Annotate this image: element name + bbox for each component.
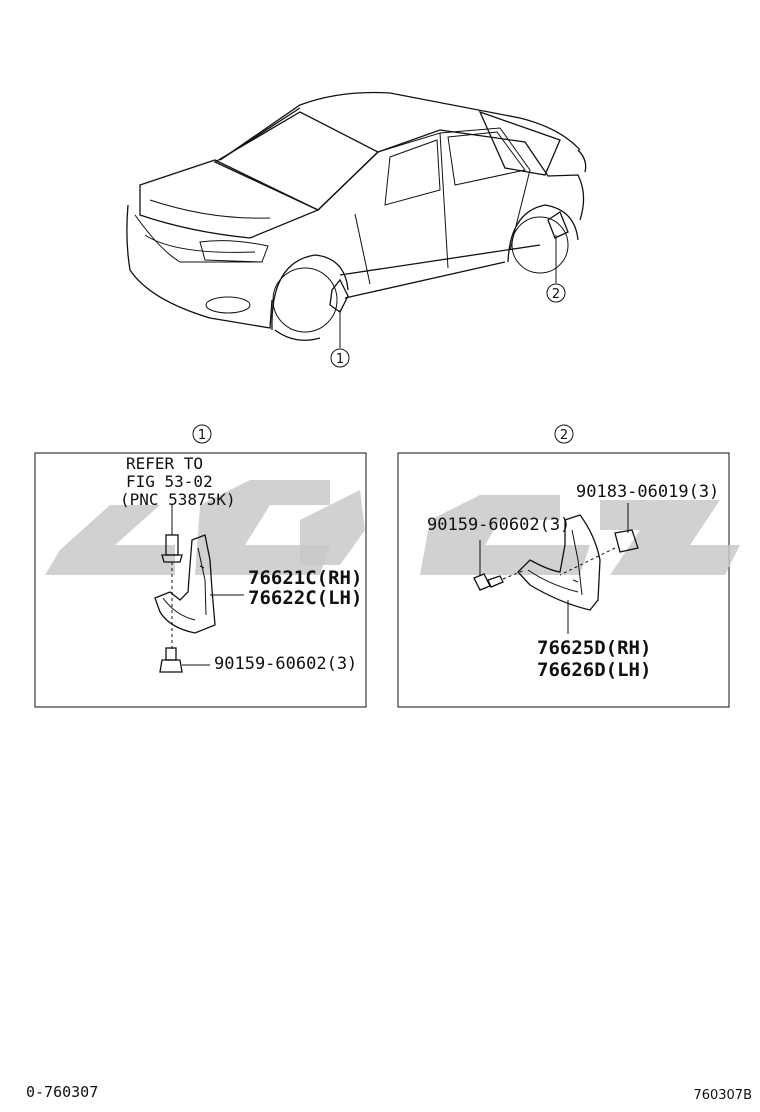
detail-2-marker-number: 2 [560, 428, 568, 443]
callout-rear: 2 [546, 235, 566, 303]
detail-2-bolt: 90159-60602(3) [427, 515, 570, 535]
detail-1-note-line1: REFER TO [126, 454, 203, 473]
detail-1-part-rh: 76621C(RH) [248, 567, 362, 589]
detail-2-marker: 2 [554, 424, 574, 444]
callout-front-number: 1 [336, 352, 344, 367]
detail-1-bolt: 90159-60602(3) [214, 654, 357, 674]
car-illustration [126, 91, 587, 341]
detail-1-note-line2: FIG 53-02 [126, 472, 213, 491]
callout-rear-number: 2 [552, 287, 560, 302]
detail-1-part-lh: 76622C(LH) [248, 587, 362, 609]
detail-1-note-line3: (PNC 53875K) [120, 490, 236, 509]
watermark-logo [45, 480, 740, 575]
detail-1-marker-number: 1 [198, 428, 206, 443]
footer-figure-code: 0-760307 [26, 1083, 98, 1101]
detail-2-part-lh: 76626D(LH) [537, 659, 651, 681]
detail-2-part-rh: 76625D(RH) [537, 637, 651, 659]
detail-2-box [397, 452, 730, 708]
callout-front: 1 [330, 310, 350, 368]
detail-1-box [34, 452, 367, 708]
detail-1-marker: 1 [192, 424, 212, 444]
detail-2-clip: 90183-06019(3) [576, 482, 719, 502]
footer-image-code: 760307B [693, 1088, 752, 1103]
detail-2-drawing [473, 503, 639, 634]
detail-1-drawing [154, 505, 244, 673]
